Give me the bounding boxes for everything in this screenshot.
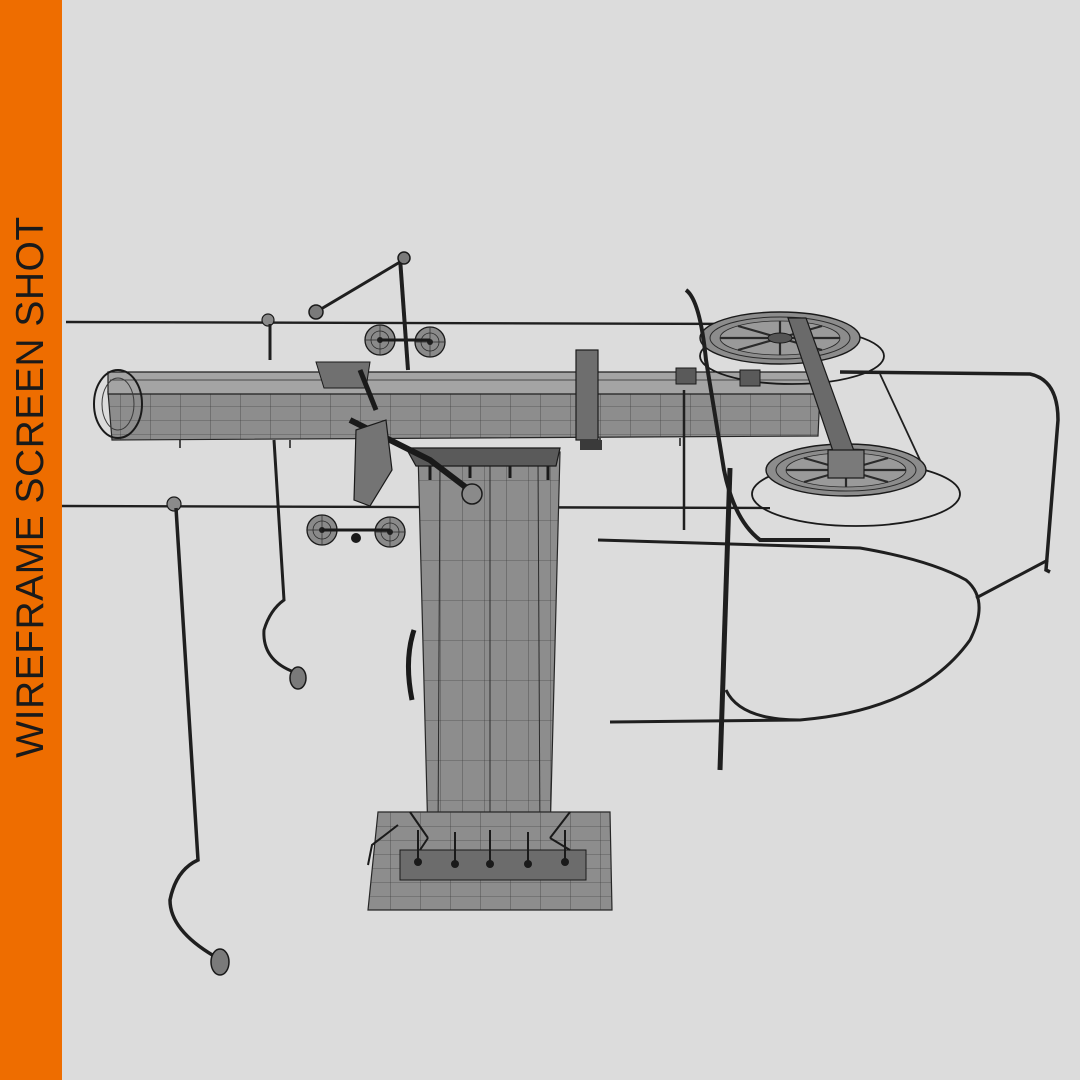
tower-column <box>404 447 561 839</box>
crossarm <box>93 349 821 450</box>
sheave-train-upper <box>308 251 446 389</box>
haul-rope-upper <box>65 320 761 326</box>
wireframe-model <box>62 251 1060 976</box>
model-viewport[interactable] <box>62 0 1080 1080</box>
t-bar-hanger-long <box>166 496 230 976</box>
tower-base <box>367 811 613 911</box>
sheave-train-lower <box>306 369 483 548</box>
t-bar-hanger-short <box>261 313 307 690</box>
bull-wheel-assembly <box>597 288 1060 771</box>
label-banner: WIREFRAME SCREEN SHOT <box>0 0 62 1080</box>
banner-label: WIREFRAME SCREEN SHOT <box>9 216 52 758</box>
